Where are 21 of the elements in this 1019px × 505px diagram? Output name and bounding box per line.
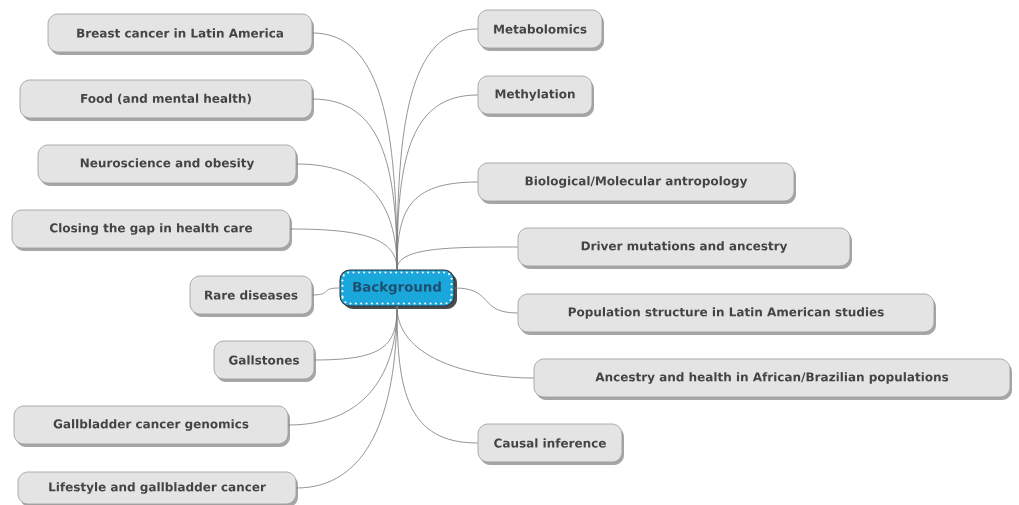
topic-box: Gallbladder cancer genomics (13, 405, 290, 447)
connector-line (396, 246, 518, 270)
topic-box: Causal inference (477, 423, 624, 465)
connector-line (396, 181, 478, 270)
topic-box: Population structure in Latin American studies (517, 293, 936, 335)
topic-box: Gallstones (213, 340, 316, 382)
central-topic-box: Background (339, 269, 457, 309)
connector-line (396, 306, 478, 444)
connector-line (312, 287, 340, 296)
topic-box: Closing the gap in health care (11, 209, 292, 251)
topic-box: Driver mutations and ancestry (517, 227, 852, 269)
topic-box: Biological/Molecular antropology (477, 162, 796, 204)
topic-box: Rare diseases (189, 275, 314, 317)
topic-box: Ancestry and health in African/Brazilian populations (533, 358, 1012, 400)
topic-box: Food (and mental health) (19, 79, 314, 121)
topic-box: Lifestyle and gallbladder cancer (17, 471, 298, 505)
topic-box: Breast cancer in Latin America (47, 13, 314, 55)
topic-box: Methylation (477, 75, 594, 117)
topic-box: Metabolomics (477, 9, 604, 51)
connector-line (454, 287, 518, 314)
topic-box: Neuroscience and obesity (37, 144, 298, 186)
